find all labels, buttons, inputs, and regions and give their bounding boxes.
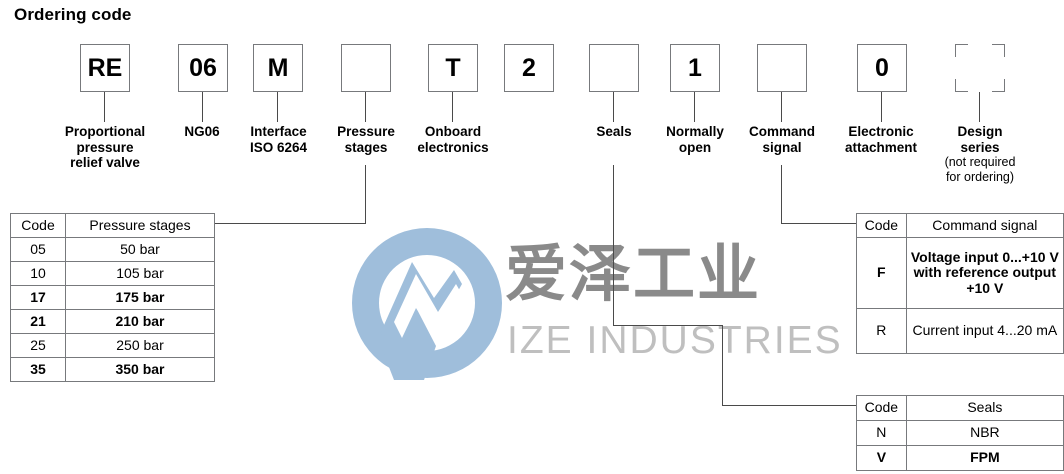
- code-box-electronic-attachment[interactable]: 0: [857, 44, 907, 92]
- code-box-variant[interactable]: 2: [504, 44, 554, 92]
- cell-code: N: [856, 420, 907, 446]
- code-box-interface[interactable]: M: [253, 44, 303, 92]
- cell-value: 250 bar: [65, 333, 215, 358]
- code-box-onboard[interactable]: T: [428, 44, 478, 92]
- seals-table: Code Seals N NBR V FPM: [856, 395, 1064, 471]
- connector-size: [202, 92, 204, 122]
- table-row: 35 350 bar: [10, 357, 215, 382]
- table-header-row: Code Pressure stages: [10, 213, 215, 238]
- connector-seals-run1: [613, 325, 723, 327]
- code-box-size[interactable]: 06: [178, 44, 228, 92]
- cell-code: 17: [10, 285, 66, 310]
- cell-value: 50 bar: [65, 237, 215, 262]
- cell-value: 105 bar: [65, 261, 215, 286]
- cell-value: Current input 4...20 mA: [905, 308, 1064, 354]
- table-row: N NBR: [856, 420, 1064, 446]
- code-box-pressure-stage[interactable]: [341, 44, 391, 92]
- table-row: R Current input 4...20 mA: [856, 308, 1064, 354]
- cell-value: NBR: [905, 420, 1064, 446]
- code-box-normally-open[interactable]: 1: [670, 44, 720, 92]
- table-row: V FPM: [856, 445, 1064, 471]
- command-signal-table: Code Command signal F Voltage input 0...…: [856, 213, 1064, 354]
- cell-code: V: [856, 445, 907, 471]
- code-box-command-signal[interactable]: [757, 44, 807, 92]
- code-box-seals[interactable]: [589, 44, 639, 92]
- table-row: 05 50 bar: [10, 237, 215, 262]
- header-code: Code: [856, 395, 907, 421]
- connector-onboard: [452, 92, 454, 122]
- code-box-type[interactable]: RE: [80, 44, 130, 92]
- cell-code: 10: [10, 261, 66, 286]
- header-code: Code: [10, 213, 66, 238]
- connector-seals-top: [613, 92, 615, 122]
- cell-value: FPM: [905, 445, 1064, 471]
- connector-pressure-run: [209, 223, 366, 225]
- cell-code: R: [856, 308, 907, 354]
- cell-code: 05: [10, 237, 66, 262]
- table-row: 10 105 bar: [10, 261, 215, 286]
- connector-seals-drop2: [722, 325, 724, 406]
- connector-type: [104, 92, 106, 122]
- table-row: 17 175 bar: [10, 285, 215, 310]
- page-title: Ordering code: [14, 5, 132, 24]
- cell-value: 210 bar: [65, 309, 215, 334]
- cell-value: 175 bar: [65, 285, 215, 310]
- label-ng06: NG06: [184, 124, 220, 139]
- cell-value: Voltage input 0...+10 V with reference o…: [905, 237, 1064, 309]
- connector-command-top: [781, 92, 783, 122]
- connector-pressure-top: [365, 92, 367, 122]
- code-box-design-series[interactable]: [955, 44, 1005, 92]
- connector-seals-drop1: [613, 165, 615, 326]
- connector-seals-run2: [722, 405, 857, 407]
- connector-command-run: [781, 223, 857, 225]
- table-header-row: Code Command signal: [856, 213, 1064, 238]
- header-command-signal: Command signal: [905, 213, 1064, 238]
- cell-code: 35: [10, 357, 66, 382]
- label-seals: Seals: [596, 124, 632, 139]
- connector-command-drop: [781, 165, 783, 224]
- connector-normally-open: [694, 92, 696, 122]
- cell-value: 350 bar: [65, 357, 215, 382]
- connector-pressure-drop: [365, 165, 367, 224]
- header-code: Code: [856, 213, 907, 238]
- table-row: 21 210 bar: [10, 309, 215, 334]
- table-header-row: Code Seals: [856, 395, 1064, 421]
- pressure-stages-table: Code Pressure stages 05 50 bar 10 105 ba…: [10, 213, 215, 382]
- connector-electronic: [881, 92, 883, 122]
- cell-code: F: [856, 237, 907, 309]
- header-pressure-stages: Pressure stages: [65, 213, 215, 238]
- table-row: F Voltage input 0...+10 V with reference…: [856, 237, 1064, 309]
- connector-interface: [277, 92, 279, 122]
- header-seals: Seals: [905, 395, 1064, 421]
- cell-code: 25: [10, 333, 66, 358]
- cell-code: 21: [10, 309, 66, 334]
- table-row: 25 250 bar: [10, 333, 215, 358]
- connector-design-series: [979, 92, 981, 122]
